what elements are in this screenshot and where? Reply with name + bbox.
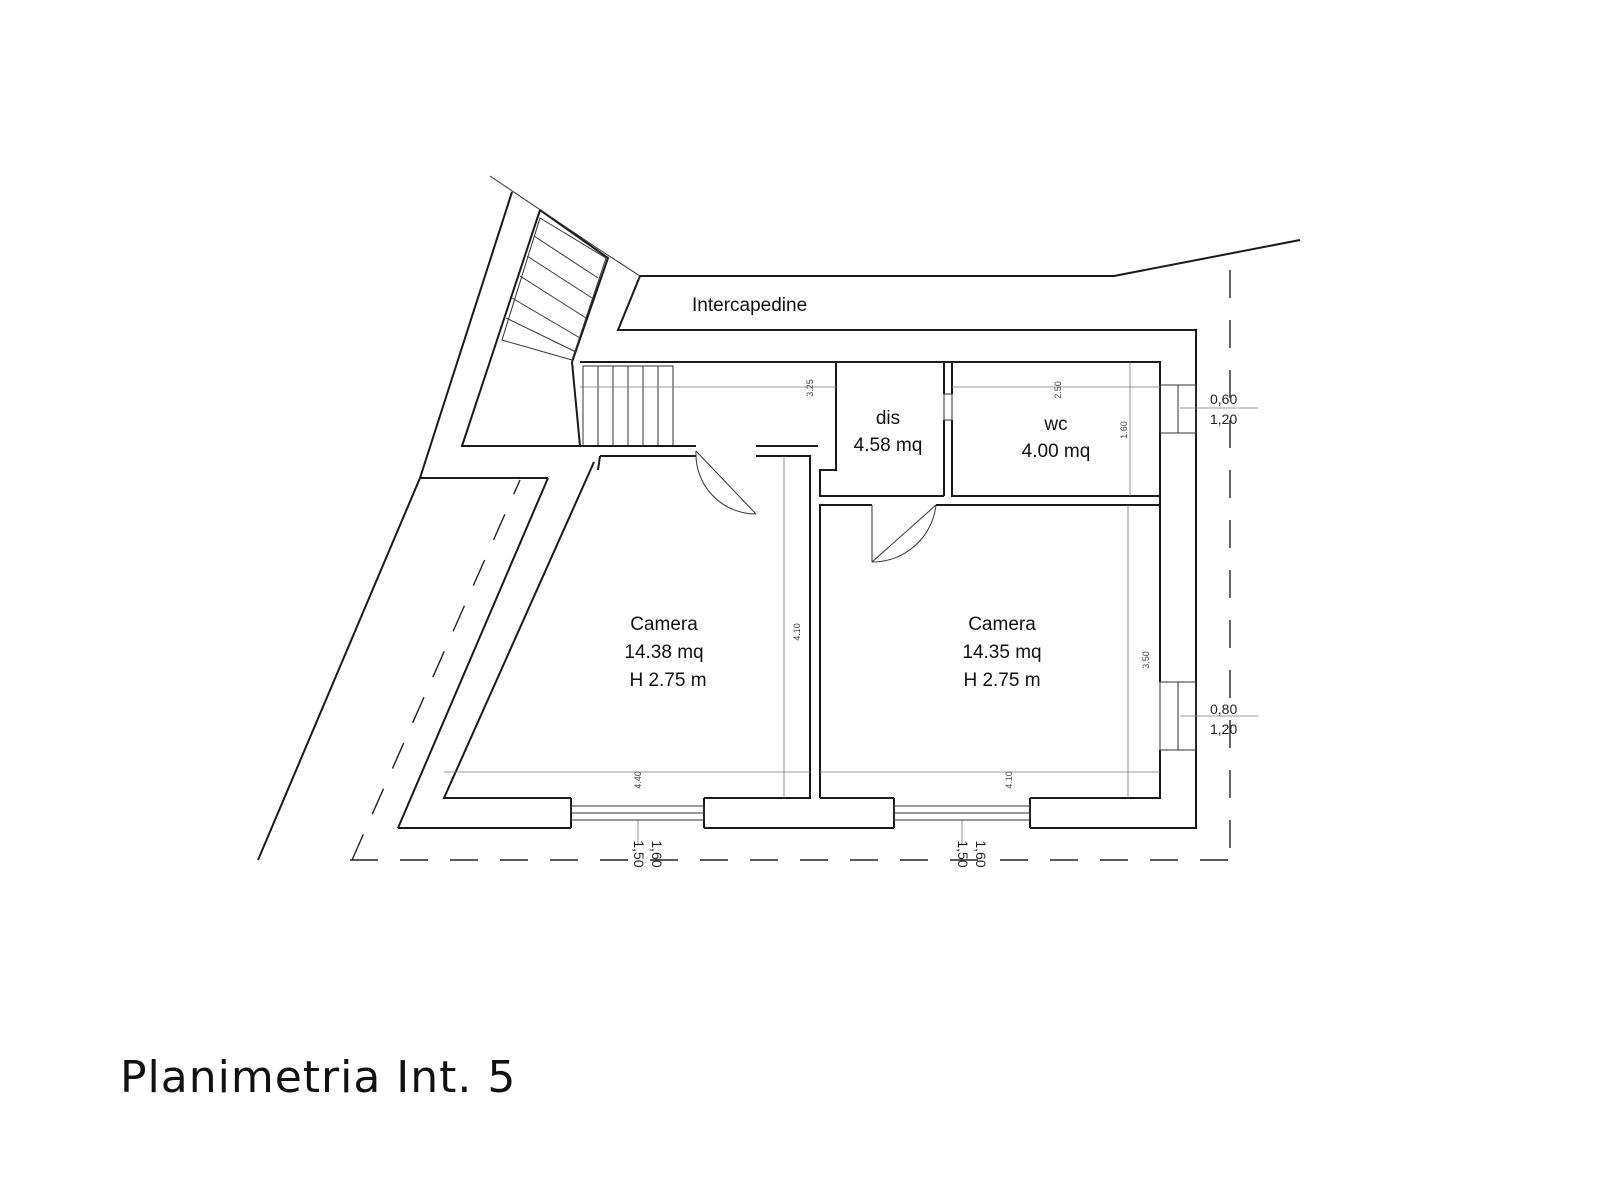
camera-left-height: H 2.75 m [629, 670, 706, 691]
dim-wc-depth: 1.60 [1119, 421, 1129, 439]
dim-camera-left-width: 4.40 [633, 771, 643, 789]
camera-right-height: H 2.75 m [963, 670, 1040, 691]
dis-area: 4.58 mq [854, 435, 923, 456]
window-top-right-width: 0,60 [1210, 391, 1237, 407]
dim-camera-left-depth: 4.10 [792, 623, 802, 641]
outer-walls [257, 175, 641, 861]
stairs [501, 217, 674, 447]
doors [695, 393, 953, 563]
window-top-right-height: 1,20 [1210, 411, 1237, 427]
dimension-lines [444, 362, 1160, 798]
window-mid-right-height: 1,20 [1210, 721, 1237, 737]
intercapedine-band [350, 239, 1301, 861]
dim-camera-right-depth: 3.50 [1141, 651, 1151, 669]
interior-walls [398, 361, 1196, 829]
dim-wc-width: 2.50 [1053, 381, 1063, 399]
window-bottom-left-height: 1,50 [631, 840, 647, 867]
camera-right-area: 14.35 mq [962, 642, 1041, 663]
intercapedine-label: Intercapedine [692, 295, 807, 316]
camera-left-area: 14.38 mq [624, 642, 703, 663]
window-bottom-left-width: 1,60 [649, 840, 665, 867]
window-bottom-right-height: 1,50 [955, 840, 971, 867]
camera-left-name: Camera [630, 614, 698, 635]
window-bottom-right-width: 1,60 [973, 840, 989, 867]
windows [570, 384, 1258, 845]
dis-name: dis [876, 408, 900, 429]
dim-dis-width: 3.25 [805, 379, 815, 397]
wc-name: wc [1043, 414, 1067, 435]
wc-area: 4.00 mq [1022, 441, 1091, 462]
camera-right-name: Camera [968, 614, 1036, 635]
window-mid-right-width: 0,80 [1210, 701, 1237, 717]
dim-camera-right-width: 4.10 [1004, 771, 1014, 789]
plan-caption: Planimetria Int. 5 [120, 1052, 517, 1103]
